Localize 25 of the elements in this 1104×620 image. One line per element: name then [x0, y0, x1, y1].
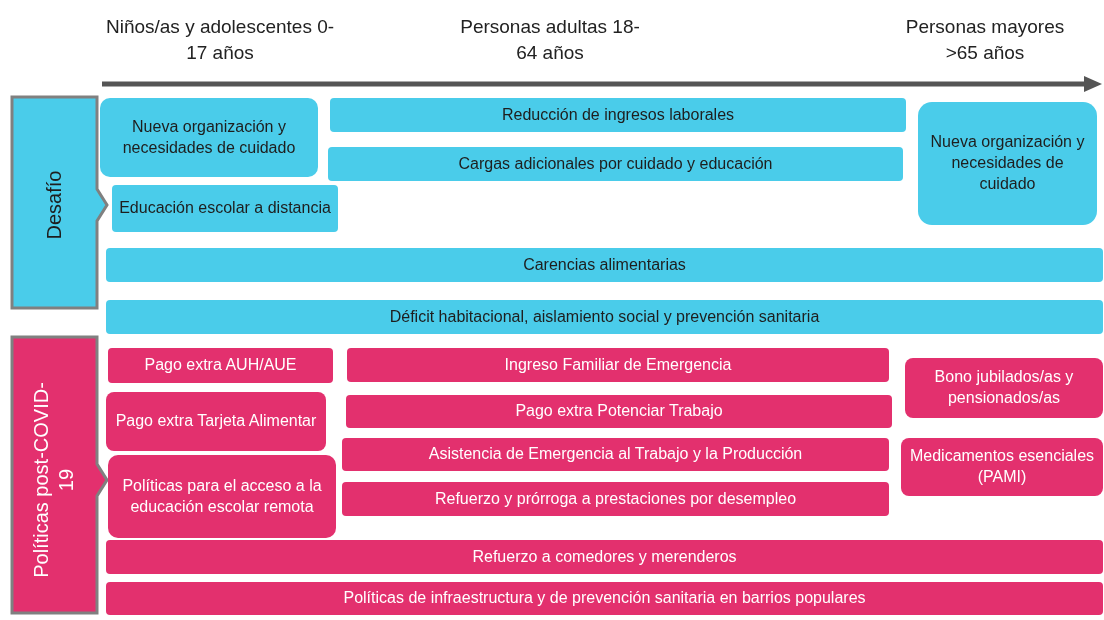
section-title: Desafío: [41, 169, 65, 242]
section-title: Políticas post-COVID-19: [28, 381, 78, 580]
policy-box: Políticas de infraestructura y de prevención sanitaria en barrios populares: [106, 582, 1103, 615]
challenge-box: Déficit habitacional, aislamiento social y prevención sanitaria: [106, 300, 1103, 334]
policy-box: Políticas para el acceso a la educación escolar remota: [108, 455, 336, 538]
challenge-box: Carencias alimentarias: [106, 248, 1103, 282]
policy-box: Pago extra AUH/AUE: [108, 348, 333, 383]
challenge-box: Educación escolar a distancia: [112, 185, 338, 232]
challenge-box: Cargas adicionales por cuidado y educación: [328, 147, 903, 181]
policy-box: Pago extra Tarjeta Alimentar: [106, 392, 326, 451]
policy-box: Pago extra Potenciar Trabajo: [346, 395, 892, 428]
policy-box: Refuerzo y prórroga a prestaciones por desempleo: [342, 482, 889, 516]
section-panel: [10, 335, 108, 615]
policy-box: Refuerzo a comedores y merenderos: [106, 540, 1103, 574]
challenge-box: Nueva organización y necesidades de cuidado: [100, 98, 318, 177]
challenge-box: Nueva organización y necesidades de cuidado: [918, 102, 1097, 225]
policy-box: Asistencia de Emergencia al Trabajo y la Producción: [342, 438, 889, 471]
age-group-heading: Niños/as y adolescentes 0-17 años: [104, 15, 336, 65]
challenge-box: Reducción de ingresos laborales: [330, 98, 906, 132]
age-group-heading: Personas adultas 18-64 años: [460, 15, 640, 65]
policy-box: Medicamentos esenciales (PAMI): [901, 438, 1103, 496]
policy-box: Ingreso Familiar de Emergencia: [347, 348, 889, 382]
policy-box: Bono jubilados/as y pensionados/as: [905, 358, 1103, 418]
age-group-heading: Personas mayores >65 años: [904, 15, 1066, 65]
section-panel: [10, 95, 108, 310]
